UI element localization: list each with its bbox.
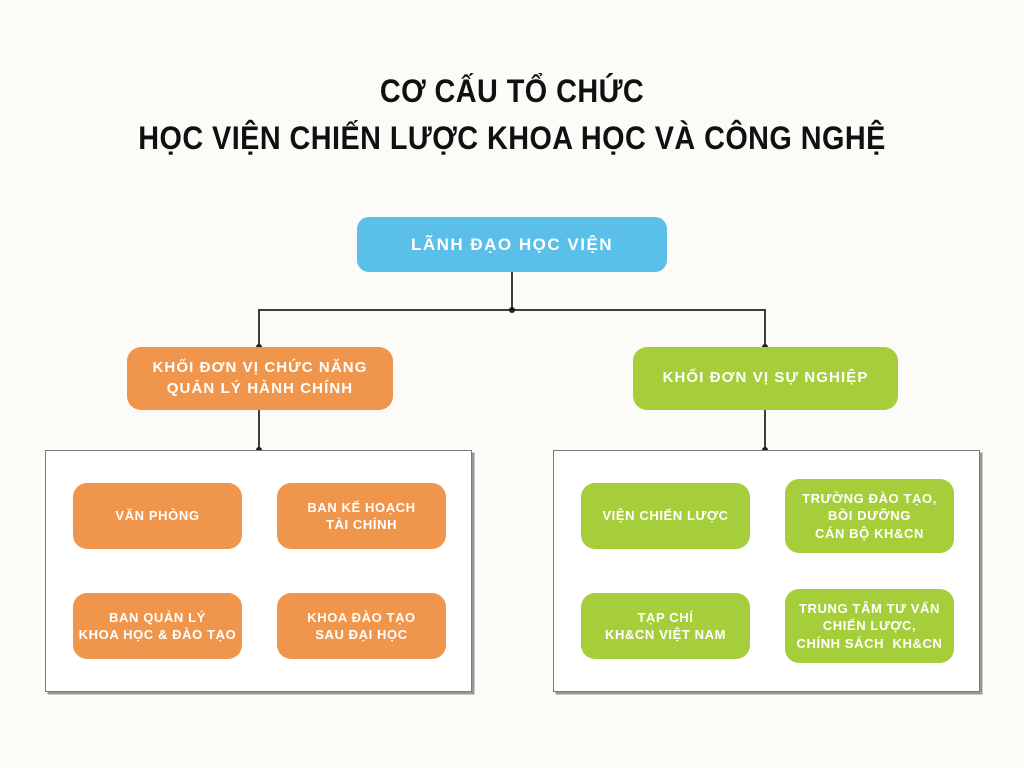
- org-unit-label: VIỆN CHIẾN LƯỢC: [602, 508, 729, 524]
- org-unit-label: TRUNG TÂM TƯ VẤN CHIẾN LƯỢC, CHÍNH SÁCH …: [796, 601, 943, 651]
- group-container-admin: VĂN PHÒNG BAN KẾ HOẠCH TÀI CHÍNH BAN QUẢ…: [45, 450, 472, 692]
- org-unit-label: TRƯỜNG ĐÀO TẠO, BỒI DƯỠNG CÁN BỘ KH&CN: [802, 491, 937, 541]
- diagram-title-line-2: HỌC VIỆN CHIẾN LƯỢC KHOA HỌC VÀ CÔNG NGH…: [138, 120, 886, 156]
- org-unit-ban-ke-hoach-tai-chinh: BAN KẾ HOẠCH TÀI CHÍNH: [277, 483, 446, 549]
- connector-career-group-drop: [764, 410, 766, 450]
- root-box-label: LÃNH ĐẠO HỌC VIỆN: [410, 234, 614, 254]
- branch-career-label: KHỐI ĐƠN VỊ SỰ NGHIỆP: [662, 369, 869, 387]
- branch-admin-label: KHỐI ĐƠN VỊ CHỨC NĂNG QUẢN LÝ HÀNH CHÍNH: [152, 359, 368, 397]
- org-unit-khoa-dao-tao-sau-dai-hoc: KHOA ĐÀO TẠO SAU ĐẠI HỌC: [277, 593, 446, 659]
- org-unit-trung-tam-tu-van: TRUNG TÂM TƯ VẤN CHIẾN LƯỢC, CHÍNH SÁCH …: [785, 589, 954, 663]
- connector-root-vertical: [511, 272, 513, 310]
- org-unit-label: TẠP CHÍ KH&CN VIỆT NAM: [604, 609, 727, 642]
- org-unit-tap-chi-khcn-viet-nam: TẠP CHÍ KH&CN VIỆT NAM: [581, 593, 750, 659]
- org-unit-label: BAN KẾ HOẠCH TÀI CHÍNH: [307, 499, 416, 532]
- branch-box-career: KHỐI ĐƠN VỊ SỰ NGHIỆP: [633, 347, 898, 410]
- org-unit-truong-dao-tao-boi-duong: TRƯỜNG ĐÀO TẠO, BỒI DƯỠNG CÁN BỘ KH&CN: [785, 479, 954, 553]
- branch-box-admin: KHỐI ĐƠN VỊ CHỨC NĂNG QUẢN LÝ HÀNH CHÍNH: [127, 347, 393, 410]
- diagram-title: CƠ CẤU TỔ CHỨC HỌC VIỆN CHIẾN LƯỢC KHOA …: [51, 68, 973, 162]
- org-unit-label: KHOA ĐÀO TẠO SAU ĐẠI HỌC: [307, 609, 416, 642]
- org-unit-vien-chien-luoc: VIỆN CHIẾN LƯỢC: [581, 483, 750, 549]
- connector-admin-drop: [258, 309, 260, 347]
- org-unit-label: BAN QUẢN LÝ KHOA HỌC & ĐÀO TẠO: [78, 609, 237, 642]
- org-unit-ban-quan-ly-khoa-hoc-dao-tao: BAN QUẢN LÝ KHOA HỌC & ĐÀO TẠO: [73, 593, 242, 659]
- diagram-title-line-1: CƠ CẤU TỔ CHỨC: [379, 73, 645, 109]
- connector-admin-group-drop: [258, 410, 260, 450]
- group-container-career: VIỆN CHIẾN LƯỢC TRƯỜNG ĐÀO TẠO, BỒI DƯỠN…: [553, 450, 980, 692]
- connector-junction-dot: [509, 307, 515, 313]
- connector-career-drop: [764, 309, 766, 347]
- root-box-leadership: LÃNH ĐẠO HỌC VIỆN: [357, 217, 667, 272]
- org-unit-van-phong: VĂN PHÒNG: [73, 483, 242, 549]
- org-unit-label: VĂN PHÒNG: [115, 508, 200, 524]
